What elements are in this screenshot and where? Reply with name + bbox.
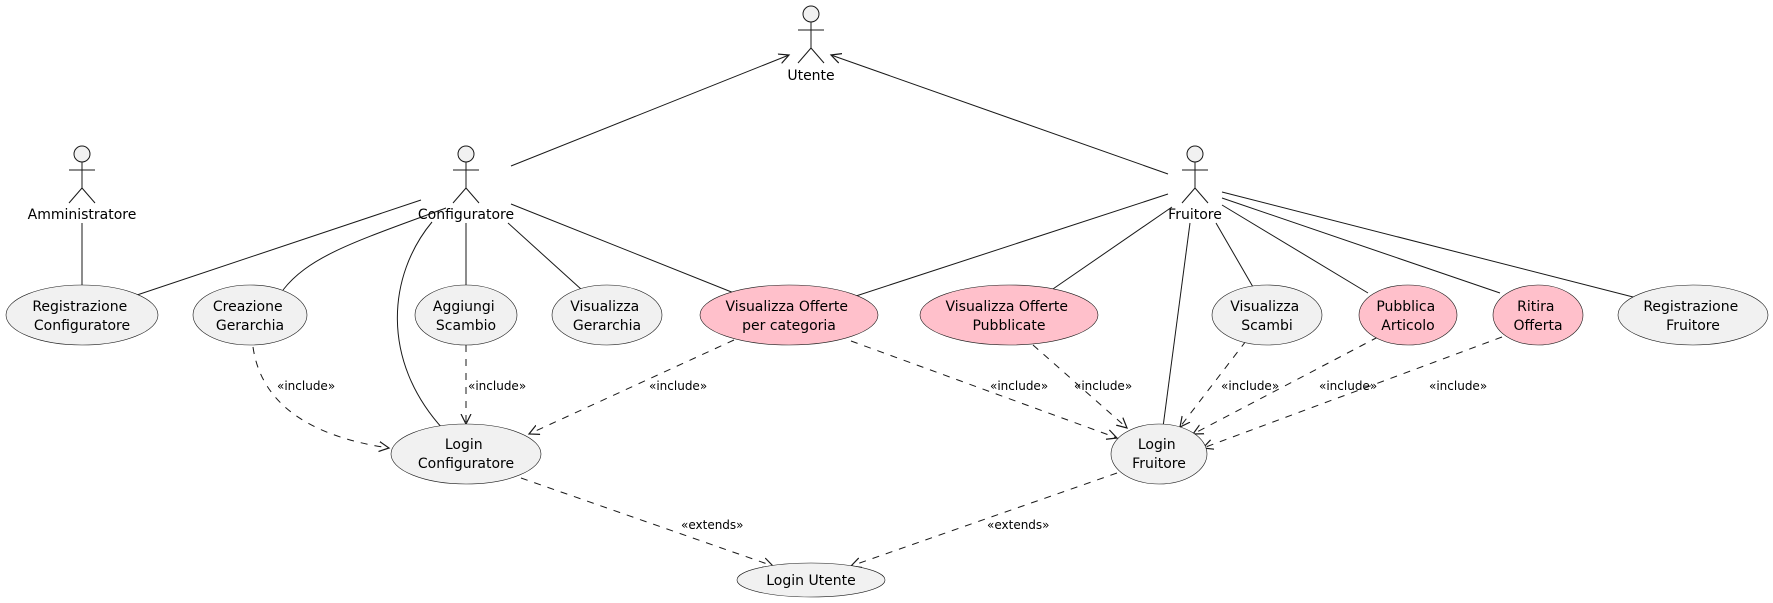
usecase-label-line: Configuratore: [418, 456, 514, 472]
actor-fruitore: Fruitore: [1168, 145, 1222, 223]
label-include-pubblica-articolo: «include»: [1319, 379, 1377, 393]
edge-configuratore-creazione-gerarchia: [282, 207, 447, 291]
usecase-label-line: Visualizza Offerte: [725, 299, 848, 315]
usecase-label-line: Fruitore: [1666, 318, 1720, 334]
usecase-aggiungi-scambio: Aggiungi Scambio: [414, 284, 518, 346]
edge-configuratore-utente: [510, 55, 789, 167]
usecase-registrazione-fruitore: Registrazione Fruitore: [1617, 284, 1769, 346]
usecase-label-line: Pubblica: [1376, 299, 1435, 315]
usecase-creazione-gerarchia: Creazione Gerarchia: [192, 284, 308, 346]
usecase-label-line: Fruitore: [1132, 456, 1186, 472]
usecase-label-line: Login Utente: [766, 573, 856, 589]
edge-fruitore-visualizza-scambi: [1215, 222, 1254, 288]
label-extends-login-fruitore: «extends»: [987, 518, 1050, 532]
usecase-label-line: Scambi: [1241, 318, 1293, 334]
label-include-creazione-gerarchia: «include»: [277, 379, 335, 393]
edge-configuratore-login-configuratore: [396, 221, 444, 430]
usecase-label-line: Visualizza Offerte: [945, 299, 1068, 315]
svg-text:Aggiungi Scambio: Aggiungi Scambio: [433, 299, 499, 334]
usecase-visualizza-gerarchia: Visualizza Gerarchia: [551, 284, 663, 346]
svg-text:Visualizza Gerarchia: Visualizza Gerarchia: [570, 299, 643, 334]
edge-include-pubblica-articolo-login-fruitore: [1193, 336, 1379, 434]
usecase-login-configuratore: Login Configuratore: [390, 423, 542, 485]
edge-fruitore-utente: [831, 55, 1169, 175]
edge-fruitore-login-fruitore: [1162, 222, 1191, 428]
edge-extends-login-configuratore: [520, 477, 773, 566]
usecase-visualizza-offerte-pubblicate: Visualizza Offerte Pubblicate: [919, 284, 1099, 346]
svg-text:Visualizza Offerte per c: Visualizza Offerte per categoria: [725, 299, 852, 334]
usecase-label-line: Login: [1138, 437, 1176, 453]
usecase-label-line: Pubblicate: [972, 318, 1045, 334]
actor-label-utente: Utente: [787, 68, 834, 84]
usecase-label-line: Visualizza: [570, 299, 639, 315]
svg-text:Pubblica Articolo: Pubblica Articolo: [1376, 299, 1439, 334]
usecase-label-line: Creazione: [213, 299, 283, 315]
usecase-ritira-offerta: Ritira Offerta: [1492, 284, 1584, 346]
edge-include-offerte-categoria-login-fruitore: [850, 340, 1117, 438]
usecase-registrazione-configuratore: Registrazione Configuratore: [5, 284, 159, 346]
svg-text:Login Configuratore: Login Configuratore: [418, 437, 514, 472]
edge-configuratore-visualizza-gerarchia: [507, 222, 583, 291]
edge-include-ritira-offerta-login-fruitore: [1203, 336, 1503, 448]
label-extends-login-configuratore: «extends»: [681, 518, 744, 532]
usecase-login-utente: Login Utente: [736, 562, 886, 598]
edge-fruitore-ritira-offerta: [1221, 197, 1501, 294]
stick-figure-icon: [797, 5, 825, 64]
label-include-offerte-categoria-configuratore: «include»: [649, 379, 707, 393]
usecase-label-line: Scambio: [436, 318, 496, 334]
edge-fruitore-visualizza-offerte-categoria: [855, 193, 1169, 297]
usecase-label-line: Registrazione: [32, 299, 127, 315]
actor-label-amministratore: Amministratore: [28, 207, 137, 223]
edge-fruitore-visualizza-offerte-pubblicate: [1049, 206, 1173, 292]
label-include-ritira-offerta: «include»: [1429, 379, 1487, 393]
edge-include-offerte-categoria-login-configuratore: [529, 339, 735, 434]
usecase-label-line: Configuratore: [34, 318, 130, 334]
actor-label-configuratore: Configuratore: [418, 207, 514, 223]
label-include-offerte-categoria-fruitore: «include»: [990, 379, 1048, 393]
usecase-label-line: Aggiungi: [433, 299, 495, 315]
label-include-offerte-pubblicate: «include»: [1074, 379, 1132, 393]
actor-label-fruitore: Fruitore: [1168, 207, 1222, 223]
edge-include-creazione-gerarchia: [252, 346, 389, 448]
usecase-label-line: per categoria: [742, 318, 836, 334]
usecase-label-line: Articolo: [1381, 318, 1434, 334]
edge-fruitore-pubblica-articolo: [1221, 204, 1369, 294]
stick-figure-icon: [68, 145, 96, 204]
label-include-aggiungi-scambio: «include»: [468, 379, 526, 393]
usecase-label-line: Login: [445, 437, 483, 453]
svg-text:Login Utente: Login Utente: [766, 573, 856, 589]
usecase-label-line: Offerta: [1513, 318, 1562, 334]
edge-fruitore-registrazione-fruitore: [1221, 191, 1638, 299]
edge-configuratore-registrazione-configuratore: [136, 199, 422, 296]
label-include-visualizza-scambi: «include»: [1221, 379, 1279, 393]
actor-configuratore: Configuratore: [418, 145, 514, 223]
usecase-visualizza-scambi: Visualizza Scambi: [1211, 284, 1323, 346]
svg-text:Creazione Gerarchia: Creazione Gerarchia: [213, 299, 287, 334]
usecase-login-fruitore: Login Fruitore: [1110, 423, 1208, 485]
svg-text:Visualizza Scambi: Visualizza Scambi: [1230, 299, 1303, 334]
svg-text:Registrazione Configurat: Registrazione Configuratore: [32, 299, 131, 334]
svg-text:Registrazione Fruitore: Registrazione Fruitore: [1643, 299, 1742, 334]
usecase-visualizza-offerte-categoria: Visualizza Offerte per categoria: [699, 284, 879, 346]
stick-figure-icon: [452, 145, 480, 204]
edge-include-offerte-pubblicate-login-fruitore: [1032, 344, 1127, 428]
usecase-label-line: Gerarchia: [573, 318, 641, 334]
edge-configuratore-visualizza-offerte-categoria: [510, 203, 735, 294]
edge-extends-login-fruitore: [851, 472, 1118, 566]
svg-text:Visualizza Offerte Pubbl: Visualizza Offerte Pubblicate: [945, 299, 1072, 334]
usecase-label-line: Gerarchia: [216, 318, 284, 334]
stick-figure-icon: [1181, 145, 1209, 204]
actor-utente: Utente: [787, 5, 835, 84]
actor-amministratore: Amministratore: [28, 145, 137, 223]
usecase-pubblica-articolo: Pubblica Articolo: [1358, 284, 1458, 346]
svg-text:Ritira Offerta: Ritira Offerta: [1513, 299, 1562, 334]
edge-include-visualizza-scambi-login-fruitore: [1180, 340, 1247, 427]
usecase-label-line: Visualizza: [1230, 299, 1299, 315]
usecase-label-line: Registrazione: [1643, 299, 1738, 315]
usecase-label-line: Ritira: [1517, 299, 1554, 315]
svg-text:Login Fruitore: Login Fruitore: [1132, 437, 1186, 472]
